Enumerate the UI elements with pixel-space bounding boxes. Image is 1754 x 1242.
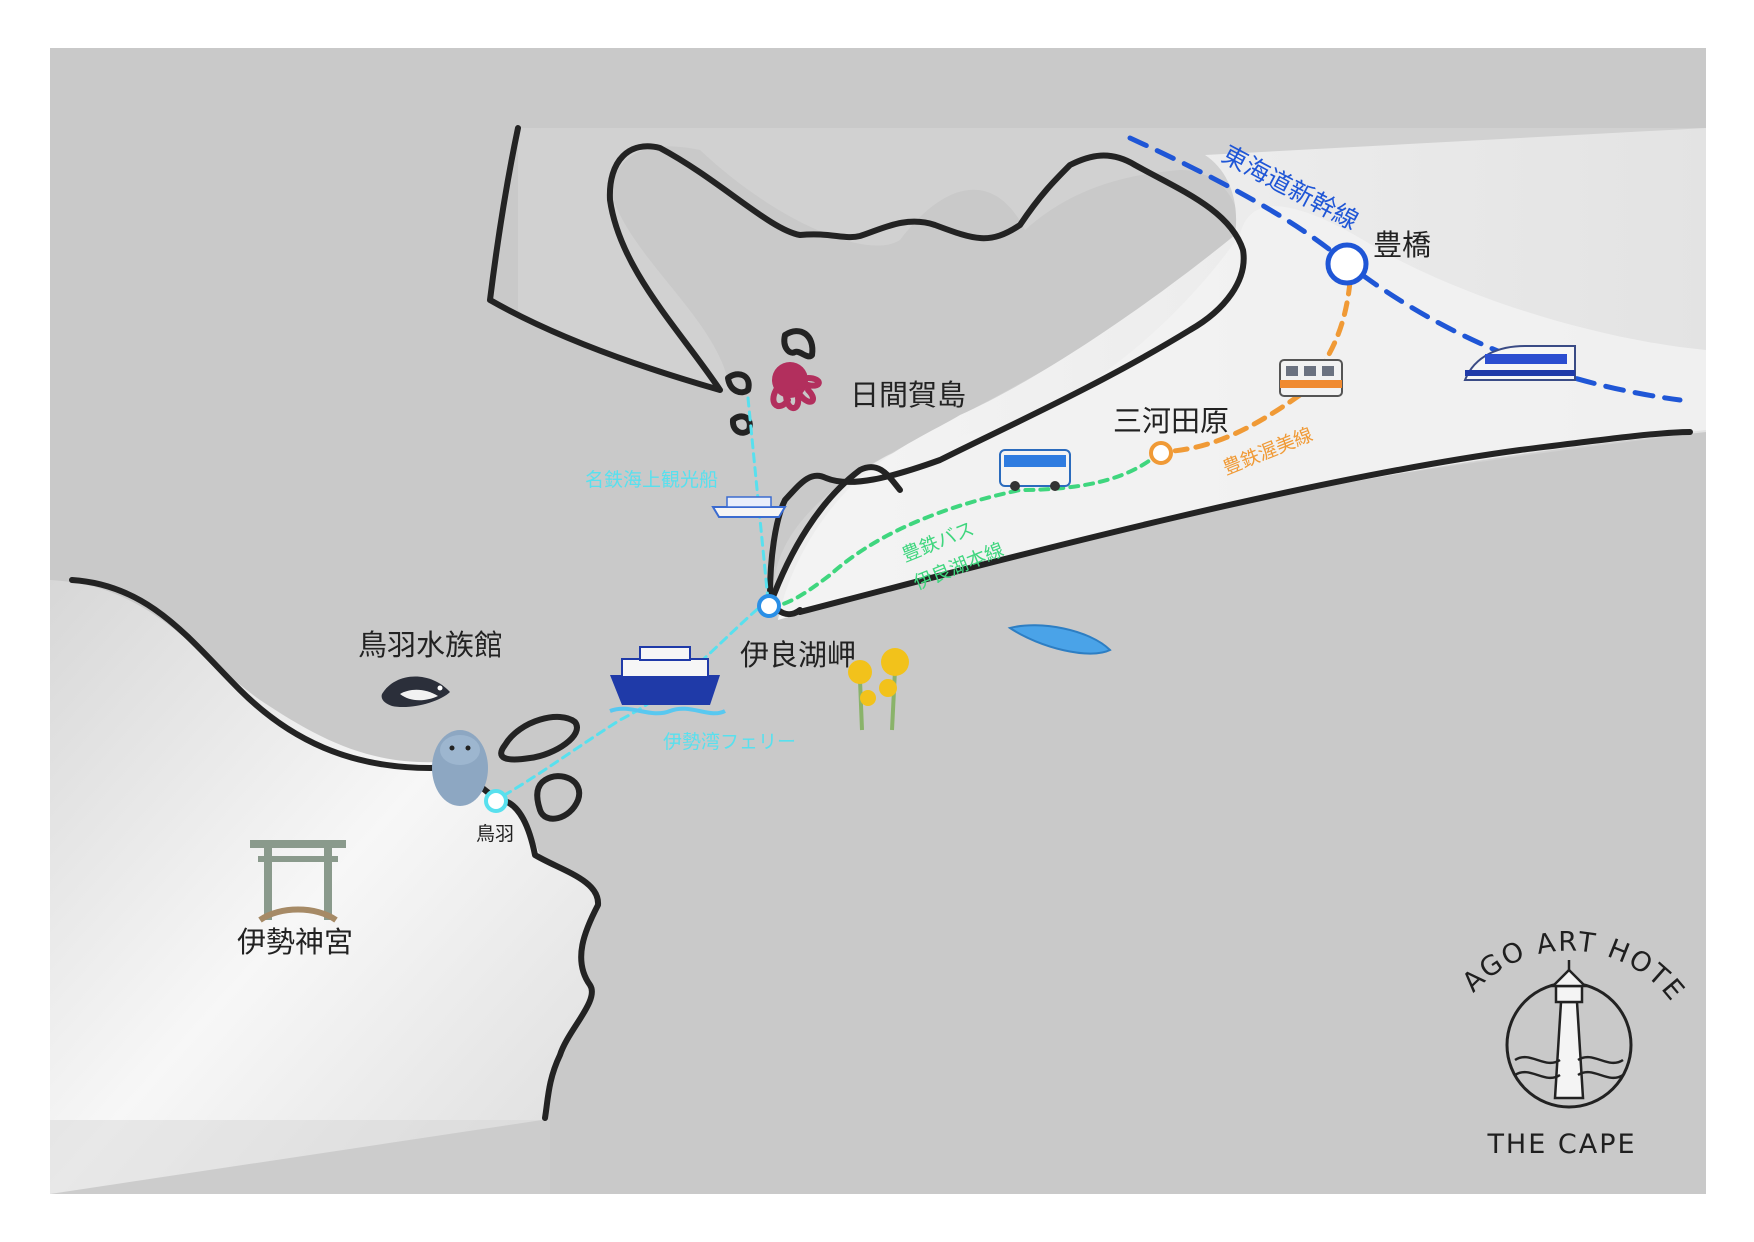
route-bus	[768, 450, 1162, 609]
bus-icon	[999, 449, 1071, 491]
island-himaka-2	[725, 371, 752, 396]
dolphin-icon	[381, 676, 450, 708]
coastlines	[69, 125, 1693, 1121]
station-toyohashi-marker[interactable]	[1325, 242, 1369, 286]
coast-irago-tip	[767, 464, 903, 608]
rapeseed-flower-icon	[848, 648, 909, 731]
torii-gate-icon	[250, 840, 346, 923]
label-himakajima: 日間賀島	[850, 378, 966, 412]
station-irago-marker[interactable]	[757, 594, 781, 618]
lighthouse-icon	[1514, 960, 1624, 1100]
shinkansen-train-icon	[1463, 345, 1576, 381]
island-toba-1	[498, 713, 580, 763]
route-ferry	[494, 598, 770, 802]
label-mikawa-tahara: 三河田原	[1113, 404, 1229, 438]
land-atsumi-body	[770, 206, 1706, 615]
label-irago-misaki: 伊良湖岬	[740, 638, 856, 672]
coast-chita-west	[487, 125, 1247, 618]
island-himaka-3	[729, 413, 753, 436]
station-toba-marker[interactable]	[484, 789, 508, 813]
label-toba-aquarium: 鳥羽水族館	[358, 628, 503, 662]
coast-shima	[69, 577, 601, 1121]
land-shima-base	[50, 1120, 550, 1194]
label-sightseeing-boat: 名鉄海上観光船	[585, 469, 718, 491]
label-toba: 鳥羽	[476, 823, 514, 845]
local-train-icon	[1279, 359, 1343, 397]
logo-name: THE CAPE	[1486, 1129, 1636, 1160]
island-toba-2	[534, 773, 583, 822]
coast-atsumi-south	[797, 429, 1693, 615]
label-toyohashi: 豊橋	[1373, 228, 1431, 262]
dugong-icon	[432, 730, 488, 806]
station-mikawa-tahara-marker[interactable]	[1149, 441, 1173, 465]
island-himaka-1	[781, 328, 816, 360]
boat-icon	[711, 496, 787, 518]
label-ise-ferry: 伊勢湾フェリー	[663, 731, 796, 753]
octopus-icon	[770, 362, 822, 411]
label-ise-jingu: 伊勢神宮	[237, 925, 353, 959]
ferry-icon	[609, 646, 726, 716]
surfboard-icon	[1007, 624, 1112, 655]
